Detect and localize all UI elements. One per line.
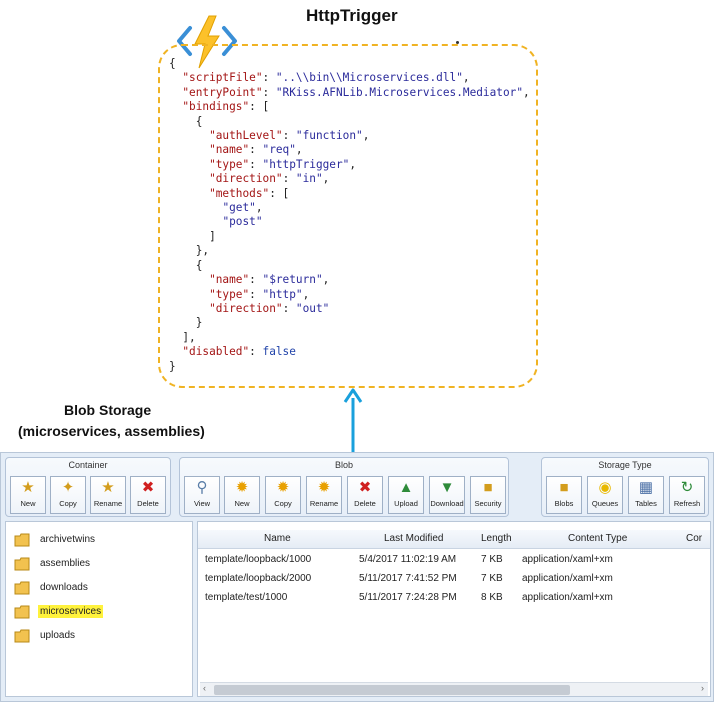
container-new-button[interactable]: ★ New bbox=[10, 476, 46, 514]
blob-list: Name Last Modified Length Content Type C… bbox=[197, 521, 711, 697]
container-copy-button[interactable]: ✦ Copy bbox=[50, 476, 86, 514]
scroll-right-icon[interactable]: › bbox=[701, 683, 704, 693]
storage-queues-label: Queues bbox=[591, 499, 619, 508]
horizontal-scrollbar[interactable]: ‹ › bbox=[200, 682, 708, 696]
cell-length: 7 KB bbox=[481, 573, 503, 584]
blob-rename-label: Rename bbox=[309, 499, 339, 508]
folder-label: downloads bbox=[40, 582, 88, 593]
cell-length: 7 KB bbox=[481, 554, 503, 565]
cell-content-type: application/xaml+xm bbox=[522, 573, 613, 584]
cell-last-modified: 5/4/2017 11:02:19 AM bbox=[359, 554, 457, 565]
container-group: Container ★ New ✦ Copy ★ Rename ✖ Delete bbox=[5, 457, 171, 517]
blob-delete-label: Delete bbox=[354, 499, 376, 508]
blob-rename-button[interactable]: ✹ Rename bbox=[306, 476, 342, 514]
folder-label-selected: microservices bbox=[38, 605, 104, 618]
blob-view-label: View bbox=[193, 499, 211, 508]
blob-storage-subtitle: (microservices, assemblies) bbox=[18, 423, 205, 439]
cell-name: template/loopback/1000 bbox=[205, 554, 312, 565]
new-blob-icon: ✹ bbox=[235, 479, 249, 496]
blob-group-label: Blob bbox=[334, 460, 353, 470]
blob-new-button[interactable]: ✹ New bbox=[224, 476, 260, 514]
container-list: archivetwins assemblies downloads micros… bbox=[5, 521, 193, 697]
blob-security-button[interactable]: ■ Security bbox=[470, 476, 506, 514]
storage-type-group-label: Storage Type bbox=[598, 460, 652, 470]
blob-download-button[interactable]: ▼ Download bbox=[429, 476, 465, 514]
copy-blob-icon: ✹ bbox=[276, 479, 290, 496]
function-json-frame bbox=[158, 44, 538, 388]
folder-label: uploads bbox=[40, 630, 76, 641]
blob-upload-button[interactable]: ▲ Upload bbox=[388, 476, 424, 514]
folder-icon bbox=[14, 605, 30, 619]
blob-download-label: Download bbox=[430, 499, 464, 508]
storage-blobs-label: Blobs bbox=[554, 499, 574, 508]
security-icon: ■ bbox=[483, 479, 493, 496]
container-new-label: New bbox=[20, 499, 36, 508]
cell-content-type: application/xaml+xm bbox=[522, 592, 613, 603]
storage-refresh-button[interactable]: ↻ Refresh bbox=[669, 476, 705, 514]
blobs-icon: ■ bbox=[559, 479, 569, 496]
function-json-code: { "scriptFile": "..\\bin\\Microservices.… bbox=[169, 57, 530, 373]
folder-label: archivetwins bbox=[40, 534, 96, 545]
blob-new-label: New bbox=[234, 499, 250, 508]
upload-arrow bbox=[343, 388, 363, 454]
table-row[interactable]: template/loopback/1000 5/4/2017 11:02:19… bbox=[198, 552, 710, 569]
marker-dot bbox=[456, 41, 459, 44]
storage-explorer-window: Container ★ New ✦ Copy ★ Rename ✖ Delete… bbox=[0, 452, 714, 702]
column-header-cor[interactable]: Cor bbox=[686, 533, 703, 544]
cell-name: template/loopback/2000 bbox=[205, 573, 312, 584]
container-group-label: Container bbox=[68, 460, 108, 470]
container-rename-button[interactable]: ★ Rename bbox=[90, 476, 126, 514]
container-delete-label: Delete bbox=[137, 499, 159, 508]
magnifier-icon: ⚲ bbox=[196, 479, 208, 496]
storage-blobs-button[interactable]: ■ Blobs bbox=[546, 476, 582, 514]
storage-refresh-label: Refresh bbox=[673, 499, 701, 508]
download-icon: ▼ bbox=[439, 479, 455, 496]
storage-tables-button[interactable]: ▦ Tables bbox=[628, 476, 664, 514]
blob-list-header: Name Last Modified Length Content Type C… bbox=[198, 530, 710, 549]
container-delete-button[interactable]: ✖ Delete bbox=[130, 476, 166, 514]
blob-copy-label: Copy bbox=[274, 499, 292, 508]
folder-icon bbox=[14, 629, 30, 643]
column-header-length[interactable]: Length bbox=[481, 533, 512, 544]
table-row[interactable]: template/loopback/2000 5/11/2017 7:41:52… bbox=[198, 571, 710, 588]
copy-folder-icon: ✦ bbox=[61, 479, 75, 496]
cell-name: template/test/1000 bbox=[205, 592, 288, 603]
container-copy-label: Copy bbox=[59, 499, 77, 508]
delete-blob-icon: ✖ bbox=[358, 479, 372, 496]
cell-content-type: application/xaml+xm bbox=[522, 554, 613, 565]
blob-copy-button[interactable]: ✹ Copy bbox=[265, 476, 301, 514]
folder-label: assemblies bbox=[40, 558, 91, 569]
column-header-last-modified[interactable]: Last Modified bbox=[384, 533, 444, 544]
function-title: HttpTrigger bbox=[306, 6, 398, 25]
blob-delete-button[interactable]: ✖ Delete bbox=[347, 476, 383, 514]
column-header-content-type[interactable]: Content Type bbox=[568, 533, 628, 544]
rename-folder-icon: ★ bbox=[101, 479, 115, 496]
folder-icon bbox=[14, 581, 30, 595]
column-header-name[interactable]: Name bbox=[264, 533, 291, 544]
upload-icon: ▲ bbox=[398, 479, 414, 496]
rename-blob-icon: ✹ bbox=[317, 479, 331, 496]
container-rename-label: Rename bbox=[93, 499, 123, 508]
scroll-left-icon[interactable]: ‹ bbox=[203, 683, 206, 693]
folder-icon bbox=[14, 533, 30, 547]
storage-queues-button[interactable]: ◉ Queues bbox=[587, 476, 623, 514]
new-folder-icon: ★ bbox=[21, 479, 35, 496]
queues-icon: ◉ bbox=[598, 479, 612, 496]
storage-tables-label: Tables bbox=[635, 499, 657, 508]
blob-group: Blob ⚲ View ✹ New ✹ Copy ✹ Rename ✖ Dele… bbox=[179, 457, 509, 517]
cell-last-modified: 5/11/2017 7:24:28 PM bbox=[359, 592, 457, 603]
blob-storage-title: Blob Storage bbox=[64, 402, 152, 418]
blob-security-label: Security bbox=[474, 499, 502, 508]
blob-view-button[interactable]: ⚲ View bbox=[184, 476, 220, 514]
storage-type-group: Storage Type ■ Blobs ◉ Queues ▦ Tables ↻… bbox=[541, 457, 709, 517]
tables-icon: ▦ bbox=[638, 479, 654, 496]
table-row[interactable]: template/test/1000 5/11/2017 7:24:28 PM … bbox=[198, 590, 710, 607]
scrollbar-thumb[interactable] bbox=[214, 685, 570, 695]
refresh-icon: ↻ bbox=[680, 479, 694, 496]
delete-folder-icon: ✖ bbox=[141, 479, 155, 496]
blob-upload-label: Upload bbox=[394, 499, 418, 508]
cell-last-modified: 5/11/2017 7:41:52 PM bbox=[359, 573, 457, 584]
cell-length: 8 KB bbox=[481, 592, 503, 603]
folder-icon bbox=[14, 557, 30, 571]
